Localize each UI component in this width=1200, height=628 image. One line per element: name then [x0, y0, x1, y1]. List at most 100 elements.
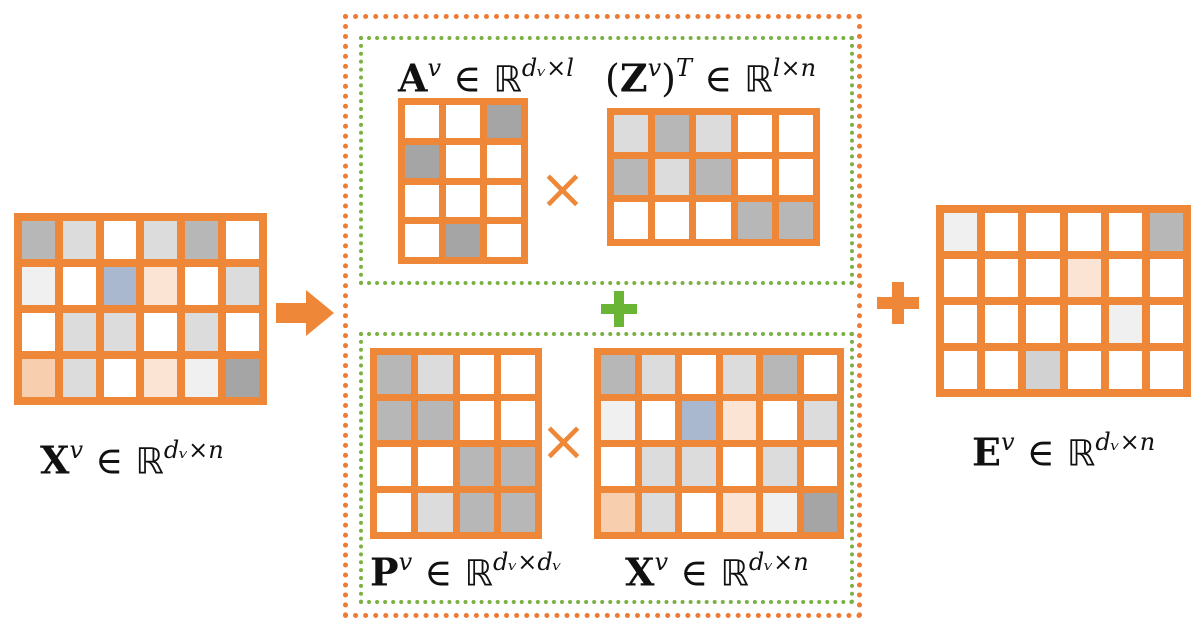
matrix-cell: [500, 447, 535, 486]
matrix-cell: [1108, 305, 1142, 343]
matrix-cell: [1149, 259, 1183, 297]
matrix-cell: [763, 401, 797, 440]
matrix-cell: [601, 447, 635, 486]
label-x-middle: Xv ∈ ℝdᵥ×n: [625, 548, 809, 595]
matrix-cell: [944, 351, 978, 389]
matrix-cell: [62, 359, 96, 397]
matrix-cell: [722, 447, 756, 486]
matrix-cell: [62, 267, 96, 305]
matrix-cell: [418, 355, 453, 394]
matrix-cell: [185, 267, 219, 305]
matrix-cell: [103, 267, 137, 305]
matrix-cell: [763, 493, 797, 532]
matrix-cell: [405, 105, 439, 138]
matrix-cell: [601, 493, 635, 532]
matrix-cell: [944, 213, 978, 251]
matrix-cell: [377, 401, 412, 440]
plus-icon-orange: [877, 282, 919, 324]
matrix-cell: [226, 221, 259, 259]
matrix-cell: [682, 493, 716, 532]
matrix-cell: [601, 355, 635, 394]
matrix-cell: [377, 355, 412, 394]
matrix-cell: [446, 184, 480, 218]
matrix-cell: [1026, 351, 1060, 389]
matrix-cell: [682, 447, 716, 486]
matrix-cell: [144, 267, 178, 305]
matrix-cell: [1026, 305, 1060, 343]
matrix-cell: [377, 447, 412, 486]
matrix-cell: [446, 105, 480, 138]
matrix-cell: [985, 305, 1019, 343]
matrix-cell: [778, 202, 813, 239]
matrix-cell: [459, 401, 494, 440]
matrix-cell: [103, 359, 137, 397]
matrix-cell: [405, 144, 439, 178]
matrix-cell: [1026, 259, 1060, 297]
matrix-cell: [185, 313, 219, 351]
label-p: Pv ∈ ℝdᵥ×dᵥ: [370, 548, 562, 595]
matrix-cell: [655, 202, 690, 239]
matrix-cell: [1108, 351, 1142, 389]
matrix-cell: [418, 401, 453, 440]
matrix-cell: [778, 115, 813, 152]
matrix-cell: [1067, 213, 1101, 251]
matrix-cell: [62, 221, 96, 259]
matrix-cell: [614, 158, 649, 196]
matrix-cell: [641, 447, 675, 486]
right-arrow-icon: [276, 290, 334, 336]
matrix-cell: [1026, 213, 1060, 251]
matrix-cell: [601, 401, 635, 440]
matrix-cell: [226, 359, 259, 397]
matrix-cell: [614, 115, 649, 152]
matrix-cell: [985, 213, 1019, 251]
matrix-cell: [803, 355, 837, 394]
matrix-cell: [226, 267, 259, 305]
matrix-cell: [446, 224, 480, 257]
matrix-cell: [487, 224, 521, 257]
matrix-cell: [1108, 213, 1142, 251]
matrix-cell: [696, 202, 731, 239]
matrix-cell: [487, 144, 521, 178]
matrix-cell: [22, 221, 55, 259]
matrix-cell: [500, 493, 535, 532]
matrix-cell: [737, 202, 772, 239]
matrix-x-middle: [594, 348, 844, 539]
matrix-cell: [22, 267, 55, 305]
matrix-cell: [722, 401, 756, 440]
multiply-operator-top: ×: [539, 157, 586, 222]
matrix-cell: [944, 305, 978, 343]
matrix-cell: [1149, 351, 1183, 389]
matrix-cell: [803, 447, 837, 486]
matrix-cell: [696, 115, 731, 152]
matrix-cell: [1067, 259, 1101, 297]
matrix-e-error: [936, 205, 1191, 397]
matrix-p: [370, 348, 542, 539]
matrix-cell: [377, 493, 412, 532]
matrix-cell: [778, 158, 813, 196]
matrix-cell: [185, 359, 219, 397]
matrix-cell: [144, 221, 178, 259]
matrix-cell: [144, 313, 178, 351]
matrix-cell: [763, 355, 797, 394]
matrix-cell: [641, 493, 675, 532]
matrix-cell: [655, 115, 690, 152]
matrix-x-input: [14, 213, 267, 405]
matrix-cell: [500, 355, 535, 394]
matrix-cell: [1149, 213, 1183, 251]
label-x-input: Xv ∈ ℝdᵥ×n: [40, 436, 224, 483]
matrix-cell: [803, 493, 837, 532]
matrix-cell: [641, 401, 675, 440]
matrix-cell: [682, 401, 716, 440]
matrix-cell: [459, 355, 494, 394]
matrix-cell: [418, 447, 453, 486]
matrix-cell: [185, 221, 219, 259]
matrix-cell: [803, 401, 837, 440]
matrix-cell: [103, 221, 137, 259]
matrix-cell: [985, 351, 1019, 389]
matrix-cell: [682, 355, 716, 394]
matrix-cell: [22, 359, 55, 397]
multiply-operator-bottom: ×: [540, 409, 587, 474]
matrix-cell: [1067, 305, 1101, 343]
matrix-cell: [487, 105, 521, 138]
matrix-cell: [737, 115, 772, 152]
